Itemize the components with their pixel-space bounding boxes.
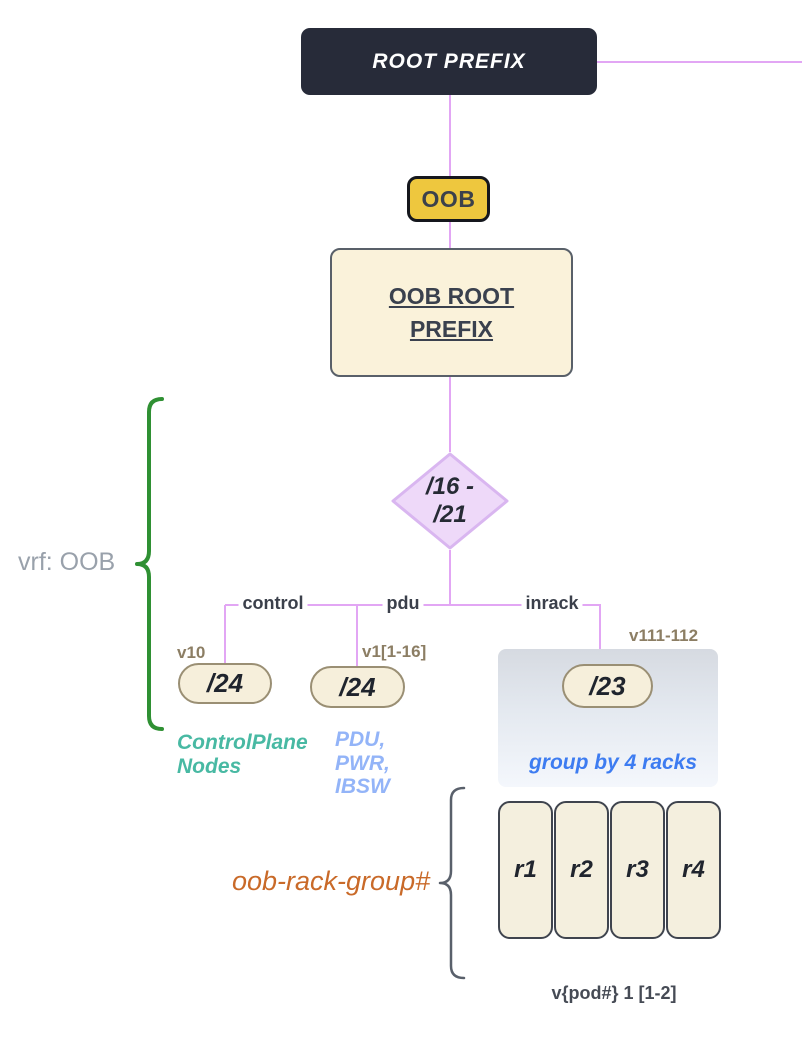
oob-root-prefix-node: OOB ROOT PREFIX [330, 248, 573, 377]
rack-r4: r4 [666, 801, 721, 939]
connector-root-right [595, 61, 802, 63]
prefix-pill-control: /24 [178, 663, 272, 704]
connector-diamond-to-branch [449, 550, 451, 605]
root-prefix-label: ROOT PREFIX [372, 49, 526, 73]
note-pdu-line2: PWR, [335, 751, 390, 775]
branch-label-pdu: pdu [382, 593, 424, 614]
rack-r1: r1 [498, 801, 553, 939]
diamond-line2: /21 [433, 501, 467, 528]
note-controlplane: ControlPlane Nodes [177, 731, 308, 778]
drop-line-pdu [356, 605, 358, 667]
root-prefix-node: ROOT PREFIX [301, 28, 597, 95]
prefix-control-label: /24 [206, 668, 244, 698]
rack-r4-label: r4 [682, 856, 705, 883]
diamond-label: /16 - /21 [388, 451, 512, 551]
note-controlplane-line1: ControlPlane [177, 731, 308, 754]
vrf-brace [135, 397, 164, 731]
oob-root-prefix-label: OOB ROOT PREFIX [389, 280, 514, 344]
connector-oob-to-oobroot [449, 221, 451, 249]
branch-label-inrack: inrack [521, 593, 583, 614]
oob-root-line2: PREFIX [409, 315, 494, 342]
rack-r2-label: r2 [570, 856, 593, 883]
rack-r3-label: r3 [626, 856, 649, 883]
note-pdu-line3: IBSW [335, 775, 390, 799]
vlan-label-pdu: v1[1-16] [362, 642, 427, 661]
note-pdu-line1: PDU, [335, 728, 386, 751]
connector-oobroot-to-diamond [449, 377, 451, 452]
prefix-pill-inrack: /23 [562, 664, 653, 708]
rack-r3: r3 [610, 801, 665, 939]
prefix-pdu-label: /24 [339, 671, 376, 702]
rack-r2: r2 [554, 801, 609, 939]
prefix-inrack-label: /23 [589, 670, 626, 701]
drop-line-control [224, 605, 226, 664]
oob-badge-label: OOB [421, 185, 476, 212]
rack-r1-label: r1 [514, 856, 537, 883]
branch-label-control: control [238, 593, 308, 614]
oob-badge: OOB [407, 176, 490, 222]
connector-root-to-oob [449, 95, 451, 176]
note-pdu: PDU, PWR, IBSW [335, 728, 390, 799]
note-group-by-racks: group by 4 racks [528, 751, 698, 774]
note-controlplane-line2: Nodes [177, 754, 242, 778]
diamond-shape [391, 452, 509, 550]
drop-line-inrack [599, 605, 601, 665]
vrf-label: vrf: OOB [18, 548, 116, 576]
pod-vlan-note: v{pod#} 1 [1-2] [551, 983, 677, 1003]
rack-group-brace [438, 786, 466, 980]
oob-root-line1: OOB ROOT [388, 283, 515, 310]
rack-row: r1 r2 r3 r4 [498, 801, 721, 939]
prefix-pill-pdu: /24 [310, 666, 405, 708]
rack-group-label: oob-rack-group# [232, 866, 431, 896]
vlan-label-control: v10 [177, 643, 206, 662]
prefix-range-diamond: /16 - /21 [388, 451, 512, 551]
vlan-label-inrack: v111-112 [629, 626, 699, 645]
diamond-line1: /16 - [425, 473, 475, 501]
